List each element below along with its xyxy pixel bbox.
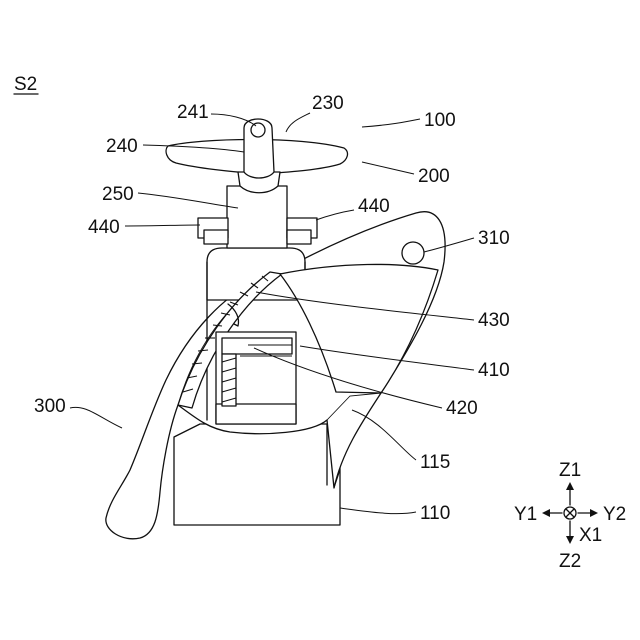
callout-240: 240 [106,136,138,157]
t-handle [166,119,347,193]
base-block [174,424,340,525]
arrow-left-icon [542,509,550,517]
callout-300: 300 [34,396,66,417]
axis-y2: Y2 [603,504,626,525]
piston [216,332,296,424]
figure-id: S2 [14,74,37,95]
callout-230: 230 [312,93,344,114]
callout-200: 200 [418,166,450,187]
axis-z1: Z1 [559,460,581,481]
axis-z2: Z2 [559,551,581,572]
knob-hole [251,123,265,137]
callout-310: 310 [478,228,510,249]
callout-115: 115 [420,452,450,473]
callout-250: 250 [102,184,134,205]
callout-241: 241 [177,102,209,123]
pivot-pin [402,242,424,264]
arrow-right-icon [590,509,598,517]
stem [227,186,287,248]
callout-440-left: 440 [88,217,120,238]
arrow-down-icon [566,536,574,544]
callout-410: 410 [478,360,510,381]
callout-440-right: 440 [358,196,390,217]
axis-x1: X1 [579,525,602,546]
axis-y1: Y1 [514,504,537,525]
axis-indicator: Z1 Z2 Y1 Y2 X1 [514,460,626,572]
callout-100: 100 [424,110,456,131]
callout-430: 430 [478,310,510,331]
callout-420: 420 [446,398,478,419]
arrow-up-icon [566,482,574,490]
callout-110: 110 [420,503,450,524]
figure-label: S2 [14,74,38,95]
